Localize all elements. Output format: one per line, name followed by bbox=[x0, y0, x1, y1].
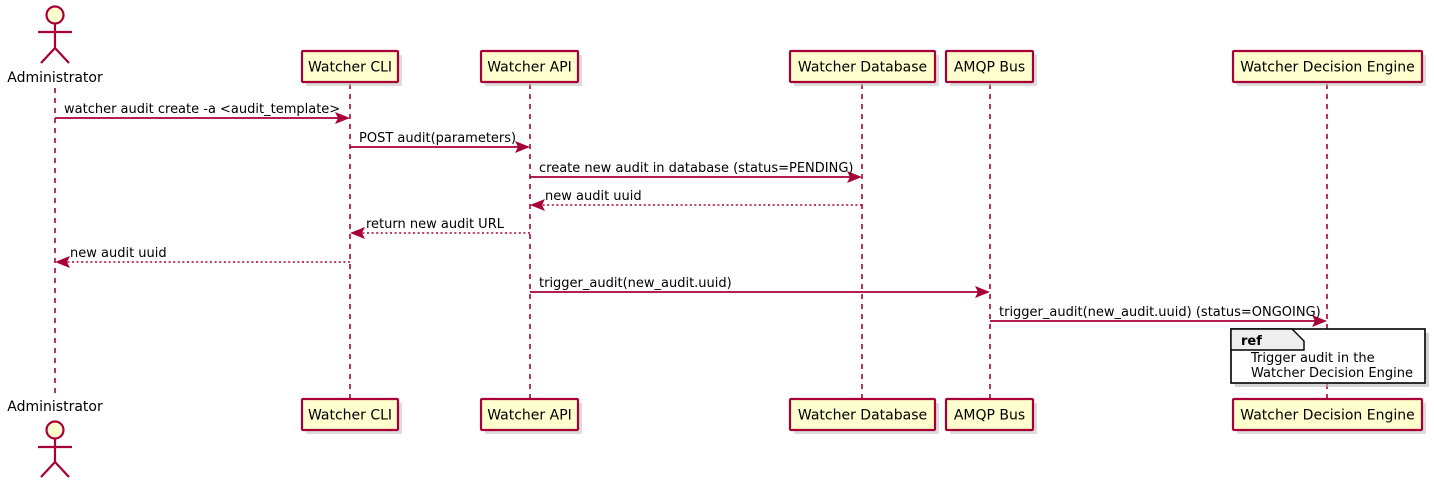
participant-box-watcher-cli-bottom[interactable]: Watcher CLI bbox=[300, 397, 402, 434]
participant-box-watcher-api-bottom[interactable]: Watcher API bbox=[479, 397, 582, 434]
message-7-trigger-audit[interactable]: trigger_audit(new_audit.uuid) bbox=[530, 276, 990, 298]
participant-label-watcher-cli-bottom: Watcher CLI bbox=[308, 408, 392, 424]
actor-label-administrator-top: Administrator bbox=[7, 70, 103, 86]
participant-label-watcher-api-top: Watcher API bbox=[487, 60, 572, 76]
participant-box-watcher-api-top[interactable]: Watcher API bbox=[479, 49, 582, 86]
message-label-7: trigger_audit(new_audit.uuid) bbox=[539, 276, 732, 291]
message-2-post-audit[interactable]: POST audit(parameters) bbox=[350, 131, 530, 153]
message-label-4: new audit uuid bbox=[545, 189, 642, 204]
participant-box-watcher-decision-engine-bottom[interactable]: Watcher Decision Engine bbox=[1231, 397, 1426, 434]
participant-label-watcher-database-bottom: Watcher Database bbox=[798, 408, 927, 424]
message-5-return-new-audit-url[interactable]: return new audit URL bbox=[350, 217, 530, 239]
message-label-1: watcher audit create -a <audit_template> bbox=[64, 102, 340, 117]
message-label-5: return new audit URL bbox=[366, 217, 505, 232]
ref-body-line-1: Trigger audit in the bbox=[1250, 351, 1375, 366]
message-4-new-audit-uuid[interactable]: new audit uuid bbox=[530, 189, 862, 211]
participant-label-amqp-bus-bottom: AMQP Bus bbox=[954, 408, 1025, 424]
participant-label-watcher-decision-engine-bottom: Watcher Decision Engine bbox=[1240, 408, 1414, 424]
ref-keyword-label: ref bbox=[1241, 334, 1262, 349]
message-label-3: create new audit in database (status=PEN… bbox=[539, 161, 854, 176]
participant-label-amqp-bus-top: AMQP Bus bbox=[954, 60, 1025, 76]
participant-label-watcher-decision-engine-top: Watcher Decision Engine bbox=[1240, 60, 1414, 76]
participant-box-watcher-decision-engine-top[interactable]: Watcher Decision Engine bbox=[1231, 49, 1426, 86]
participant-box-amqp-bus-bottom[interactable]: AMQP Bus bbox=[944, 397, 1037, 434]
message-label-8: trigger_audit(new_audit.uuid) (status=ON… bbox=[999, 305, 1321, 320]
message-label-6: new audit uuid bbox=[70, 246, 167, 261]
participant-box-watcher-database-bottom[interactable]: Watcher Database bbox=[788, 397, 939, 434]
participant-label-watcher-api-bottom: Watcher API bbox=[487, 408, 572, 424]
message-8-trigger-audit-ongoing[interactable]: trigger_audit(new_audit.uuid) (status=ON… bbox=[990, 305, 1327, 327]
participant-box-watcher-cli-top[interactable]: Watcher CLI bbox=[300, 49, 402, 86]
participant-box-amqp-bus-top[interactable]: AMQP Bus bbox=[944, 49, 1037, 86]
message-6-new-audit-uuid[interactable]: new audit uuid bbox=[55, 246, 350, 268]
message-1-watcher-audit-create[interactable]: watcher audit create -a <audit_template> bbox=[55, 102, 350, 124]
ref-body-line-2: Watcher Decision Engine bbox=[1251, 366, 1413, 381]
actor-label-administrator-bottom: Administrator bbox=[7, 399, 103, 415]
actor-administrator-bottom[interactable]: Administrator bbox=[7, 399, 103, 478]
actor-administrator-top[interactable]: Administrator bbox=[7, 5, 103, 87]
participant-label-watcher-database-top: Watcher Database bbox=[798, 60, 927, 76]
message-3-create-new-audit[interactable]: create new audit in database (status=PEN… bbox=[530, 161, 862, 183]
participant-box-watcher-database-top[interactable]: Watcher Database bbox=[788, 49, 939, 86]
participant-label-watcher-cli-top: Watcher CLI bbox=[308, 60, 392, 76]
lifelines-group bbox=[54, 84, 1328, 398]
ref-fragment[interactable]: ref Trigger audit in the Watcher Decisio… bbox=[1230, 328, 1429, 387]
message-label-2: POST audit(parameters) bbox=[359, 131, 516, 146]
